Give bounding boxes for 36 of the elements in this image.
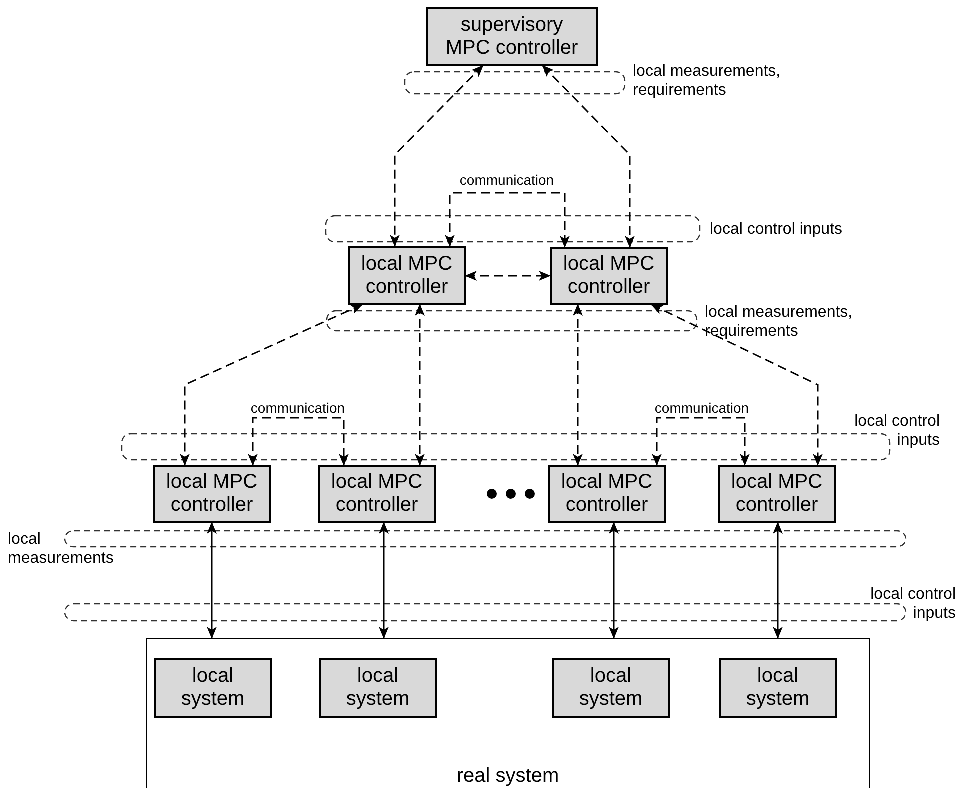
process-box: local system xyxy=(719,658,837,718)
arrow xyxy=(773,522,783,639)
system-frame xyxy=(146,638,870,788)
arrow xyxy=(180,304,363,466)
frame-label: real system xyxy=(456,765,560,788)
signal-label: local measurements, requirements xyxy=(705,303,854,341)
edge-label: communication xyxy=(652,400,752,416)
process-box: local MPC controller xyxy=(318,465,436,523)
arrow xyxy=(248,417,349,466)
supervisor-box: supervisory MPC controller xyxy=(426,7,598,66)
signal-label: local control inputs xyxy=(710,220,844,239)
signal-label: local control inputs xyxy=(870,585,956,623)
arrow xyxy=(390,65,484,247)
process-box: local system xyxy=(319,658,437,718)
process-box: local system xyxy=(154,658,272,718)
signal-label: local measurements, requirements xyxy=(633,62,782,100)
process-box: local MPC controller xyxy=(718,465,836,523)
edge-label: communication xyxy=(248,400,348,416)
arrow xyxy=(609,522,619,639)
signal-label: local control inputs xyxy=(854,412,940,450)
process-box: local MPC controller xyxy=(550,247,668,305)
arrow xyxy=(207,522,217,639)
arrow xyxy=(652,417,750,466)
process-box: local MPC controller xyxy=(348,246,466,305)
process-box: local MPC controller xyxy=(153,465,271,523)
process-box: local MPC controller xyxy=(548,465,666,523)
arrow xyxy=(573,304,583,466)
arrow xyxy=(651,304,823,466)
signal-label: local measurements xyxy=(8,530,115,568)
process-box: local system xyxy=(552,658,670,718)
arrow xyxy=(465,271,551,281)
arrow xyxy=(542,65,635,248)
arrow xyxy=(379,522,389,639)
arrow xyxy=(415,304,425,466)
arrow xyxy=(445,192,570,248)
edge-label: communication xyxy=(458,172,556,188)
